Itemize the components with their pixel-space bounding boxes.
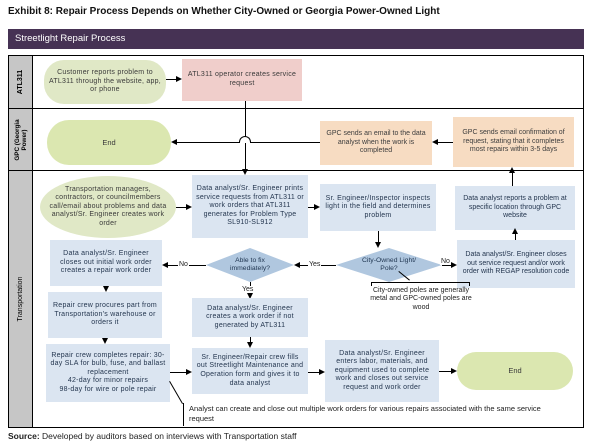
arrowhead xyxy=(432,139,438,145)
connector xyxy=(512,173,513,186)
arrowhead xyxy=(314,204,320,210)
customer-reports-node: Customer reports problem to ATL311 throu… xyxy=(44,60,166,104)
arrowhead xyxy=(247,293,253,299)
connector xyxy=(439,371,451,372)
gpc-email-node: GPC sends an email to the data analyst w… xyxy=(320,121,432,165)
arrowhead xyxy=(103,286,109,292)
line-jump xyxy=(239,136,251,143)
note-leader xyxy=(183,403,184,426)
exhibit-title: Exhibit 8: Repair Process Depends on Whe… xyxy=(8,6,440,17)
reports-problem-node: Data analyst reports a problem at specif… xyxy=(455,186,575,230)
connector xyxy=(250,337,251,342)
atl311-operator-node: ATL311 operator creates service request xyxy=(182,59,302,101)
connector xyxy=(176,207,186,208)
arrowhead xyxy=(319,369,325,375)
yes-label: Yes xyxy=(308,261,322,268)
arrowhead xyxy=(247,342,253,348)
no-label: No xyxy=(178,261,189,268)
no-label: No xyxy=(440,258,451,265)
gpc-confirmation-node: GPC sends email confirmation of request,… xyxy=(453,117,574,167)
arrowhead xyxy=(102,338,108,344)
diagram-frame xyxy=(8,55,584,428)
arrowhead xyxy=(512,228,518,234)
connector xyxy=(515,234,516,240)
arrowhead xyxy=(186,369,192,375)
source-text: Developed by auditors based on interview… xyxy=(39,431,297,441)
lane-label-gpc: GPC (Georgia Power) xyxy=(13,118,28,161)
arrowhead xyxy=(171,139,177,145)
connector xyxy=(170,372,186,373)
source-label: Source: xyxy=(8,431,40,441)
source-note: Source: Developed by auditors based on i… xyxy=(8,431,592,441)
annotation-bracket-tick xyxy=(371,282,372,286)
process-banner: Streetlight Repair Process xyxy=(8,29,584,49)
arrowhead xyxy=(375,242,381,248)
connector xyxy=(251,142,320,143)
multiple-workorders-note: Analyst can create and close out multipl… xyxy=(189,404,541,423)
yes-label: Yes xyxy=(241,286,255,293)
transportation-callers-node: Transportation managers, contractors, or… xyxy=(40,176,176,238)
fills-form-node: Sr. Engineer/Repair crew fills out Stree… xyxy=(192,348,308,394)
lane-gpc: GPC (Georgia Power) xyxy=(9,109,33,170)
completes-repair-node: Repair crew completes repair: 30-day SLA… xyxy=(46,344,170,402)
transportation-end-node: End xyxy=(457,352,573,390)
connector xyxy=(438,142,453,143)
connector xyxy=(378,231,379,242)
arrowhead xyxy=(176,76,182,82)
connector xyxy=(308,372,319,373)
field-inspection-node: Sr. Engineer/Inspector inspects light in… xyxy=(320,184,436,231)
arrowhead xyxy=(294,262,300,268)
annotation-bracket xyxy=(371,282,470,283)
arrowhead xyxy=(162,262,168,268)
arrowhead xyxy=(242,169,248,175)
connector xyxy=(245,101,246,169)
lane-atl311: ATL311 xyxy=(9,56,33,108)
lane-divider xyxy=(8,170,584,171)
closes-initial-workorder-node: Data analyst/Sr. Engineer closes out ini… xyxy=(50,240,162,286)
arrowhead xyxy=(451,368,457,374)
arrowhead xyxy=(186,204,192,210)
poles-annotation: City-owned poles are generally metal and… xyxy=(370,287,472,311)
prints-requests-node: Data analyst/Sr. Engineer prints service… xyxy=(192,175,308,238)
connector xyxy=(308,207,314,208)
lane-label-atl311: ATL311 xyxy=(16,69,24,95)
connector xyxy=(166,79,176,80)
lane-divider xyxy=(8,108,584,109)
annotation-bracket-tick xyxy=(469,282,470,286)
creates-workorder-node: Data analyst/Sr. Engineer creates a work… xyxy=(192,298,308,337)
regap-closeout-node: Data analyst/Sr. Engineer closes out ser… xyxy=(457,240,575,288)
connector xyxy=(250,282,251,286)
enters-labor-node: Data analyst/Sr. Engineer enters labor, … xyxy=(325,340,439,402)
connector xyxy=(177,142,239,143)
arrowhead xyxy=(451,262,457,268)
connector xyxy=(442,265,451,266)
gpc-end-node: End xyxy=(47,120,171,165)
lane-transportation: Transportation xyxy=(9,171,33,427)
arrowhead xyxy=(509,167,515,173)
procures-part-node: Repair crew procures part from Transport… xyxy=(48,292,162,338)
lane-label-transportation: Transportation xyxy=(16,276,24,322)
